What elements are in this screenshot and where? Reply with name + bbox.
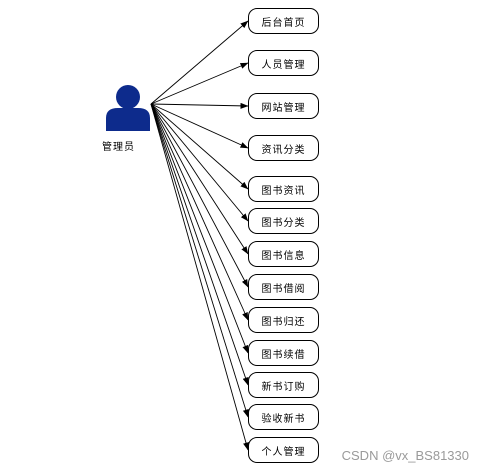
module-node: 图书信息: [248, 241, 319, 267]
connector-arrow: [150, 103, 249, 149]
connector-arrow: [150, 102, 249, 109]
connector-arrow: [150, 103, 249, 418]
connector-arrow: [150, 103, 249, 451]
edge-group: [150, 20, 249, 451]
module-node: 新书订购: [248, 372, 319, 398]
watermark: CSDN @vx_BS81330: [341, 448, 469, 463]
module-node: 人员管理: [248, 50, 319, 76]
module-node: 图书资讯: [248, 176, 319, 202]
module-node: 个人管理: [248, 437, 319, 463]
connector-arrow: [150, 103, 249, 190]
module-node: 网站管理: [248, 93, 319, 119]
module-node: 验收新书: [248, 404, 319, 430]
module-node: 图书续借: [248, 340, 319, 366]
connector-arrow: [150, 103, 249, 386]
module-node: 图书借阅: [248, 274, 319, 300]
connector-arrow: [150, 62, 249, 105]
connector-arrow: [150, 103, 249, 354]
module-node: 图书归还: [248, 307, 319, 333]
connector-arrow: [150, 103, 249, 222]
module-node: 资讯分类: [248, 135, 319, 161]
connector-arrow: [150, 103, 249, 321]
connector-arrow: [150, 20, 249, 105]
module-node: 图书分类: [248, 208, 319, 234]
user-icon: [106, 85, 150, 131]
module-node: 后台首页: [248, 8, 319, 34]
connector-arrow: [150, 103, 249, 255]
actor-label: 管理员: [102, 142, 135, 153]
connector-arrow: [150, 103, 249, 288]
